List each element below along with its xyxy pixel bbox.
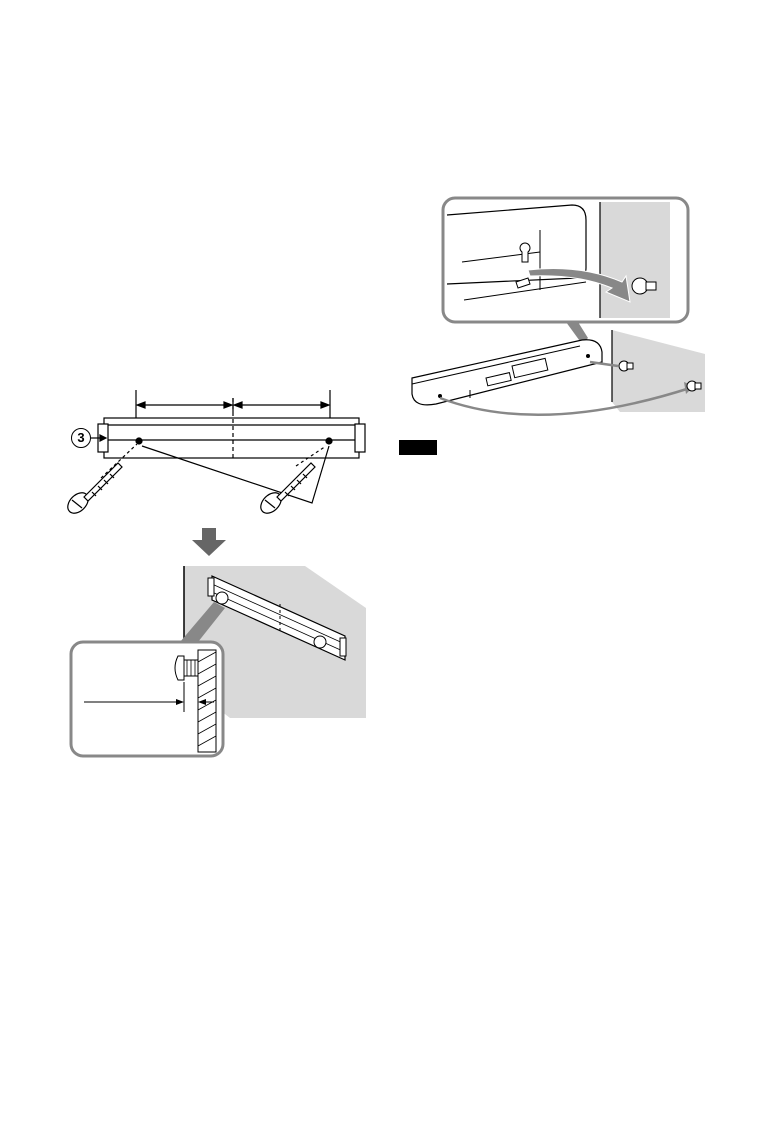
wall-screw-upper — [619, 361, 633, 371]
soundbar-wall-scene — [412, 330, 705, 415]
callout-number-3: 3 — [71, 428, 91, 448]
bracket-diagram — [91, 390, 365, 503]
hole-right — [326, 438, 332, 444]
soundbar-detail-callout — [443, 198, 688, 344]
hole-left — [136, 438, 142, 444]
note-label — [399, 440, 437, 455]
screw-left — [64, 463, 122, 517]
screw-right — [257, 463, 315, 517]
screw-detail-callout — [71, 602, 225, 756]
bracket-end-right — [355, 424, 365, 452]
mounting-bracket — [104, 418, 359, 458]
wall-screw-lower — [687, 381, 701, 391]
down-arrow-icon — [192, 528, 226, 556]
